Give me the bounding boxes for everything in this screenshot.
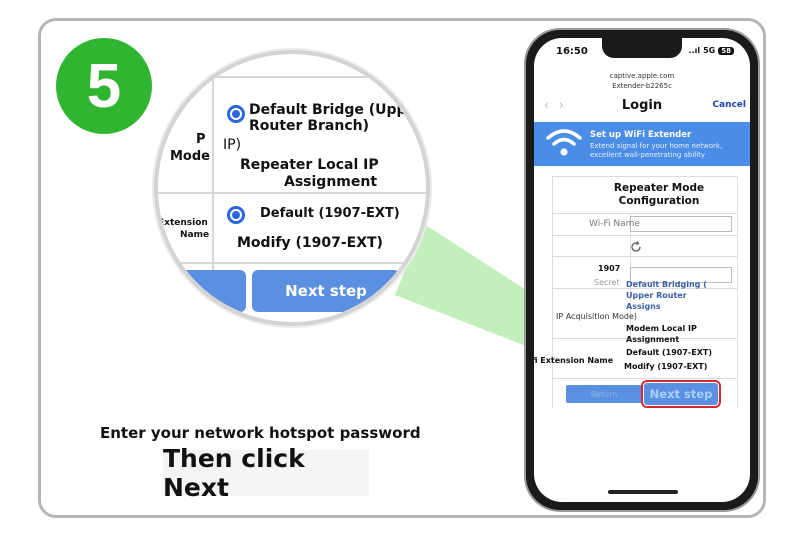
label-mode: Mode: [170, 149, 210, 164]
wifi-name-placeholder: Wi-Fi Name: [589, 219, 640, 229]
next-step-button[interactable]: Next step: [641, 380, 721, 408]
option-default-bridge-line2: Router Branch): [249, 118, 369, 134]
radio-extension-default[interactable]: [227, 206, 245, 224]
extension-label-line2: Name: [180, 230, 210, 240]
option-repeater-line1: Repeater Local IP: [240, 157, 379, 173]
previous-button[interactable]: [158, 270, 246, 312]
phone-mockup: 16:50 ..ıl 5G 58 captive.apple.com Exten…: [526, 30, 758, 510]
next-step-button-zoomed[interactable]: Next step: [252, 270, 400, 312]
status-indicators: ..ıl 5G 58: [689, 46, 734, 55]
back-arrow-icon[interactable]: ‹: [544, 98, 559, 112]
option-extension-modify: Modify (1907-EXT): [237, 235, 383, 251]
wifi-banner: Set up WiFi Extender Extend signal for y…: [534, 122, 750, 166]
option-ext-default[interactable]: Default (1907-EXT): [626, 348, 712, 357]
option-bridging-line2: Upper Router: [626, 291, 687, 300]
extension-label-line1: Extension: [158, 218, 208, 228]
ext-name-label: Wifi Extension Name: [534, 356, 614, 365]
url-sub: Extender-b2265c: [612, 82, 672, 90]
option-modem-line1[interactable]: Modem Local IP: [626, 324, 697, 333]
status-time: 16:50: [556, 46, 588, 57]
label-p: P: [196, 132, 206, 147]
step-number-badge: 5: [56, 38, 152, 134]
battery-icon: 58: [718, 46, 734, 55]
wifi-icon: [546, 129, 582, 156]
refresh-icon[interactable]: [630, 241, 642, 253]
ssid-label: 1907: [598, 264, 621, 273]
ip-mode-label: IP Acquisition Mode): [556, 312, 638, 321]
zoom-magnifier: Default Bridge (Upper Router Branch) P M…: [154, 50, 430, 326]
option-default-bridge-line1: Default Bridge (Upper: [249, 102, 423, 118]
ip-fragment: IP): [223, 137, 242, 153]
return-button[interactable]: Return: [566, 385, 642, 403]
wifi-name-input[interactable]: [630, 216, 732, 232]
page-title: Login: [621, 98, 663, 113]
phone-screen: 16:50 ..ıl 5G 58 captive.apple.com Exten…: [534, 38, 750, 502]
phone-notch: [602, 38, 682, 58]
network-type: 5G: [703, 46, 716, 55]
option-extension-default: Default (1907-EXT): [260, 206, 400, 221]
secret-label: Secret: [594, 278, 620, 287]
nav-bar: ‹› Login Cancel: [534, 96, 750, 118]
option-modem-line2: Assignment: [626, 335, 680, 344]
instruction-cta: Then click Next: [163, 444, 369, 502]
forward-arrow-icon[interactable]: ›: [558, 98, 574, 112]
option-bridging-line3: Assigns: [626, 302, 661, 311]
option-ext-modify[interactable]: Modify (1907-EXT): [624, 362, 708, 371]
home-indicator: [608, 490, 678, 494]
banner-title: Set up WiFi Extender: [590, 130, 692, 140]
nav-arrows: ‹›: [544, 98, 574, 112]
cancel-link[interactable]: Cancel: [712, 100, 746, 110]
instruction-text: Enter your network hotspot password: [100, 424, 421, 442]
option-repeater-line2: Assignment: [284, 174, 378, 190]
signal-icon: ..ıl: [688, 46, 701, 55]
radio-default-bridge[interactable]: [227, 105, 245, 123]
banner-subtitle: Extend signal for your home network,exce…: [590, 142, 723, 159]
url-host: captive.apple.com: [609, 72, 675, 80]
option-bridging-line1[interactable]: Default Bridging (: [626, 280, 707, 289]
